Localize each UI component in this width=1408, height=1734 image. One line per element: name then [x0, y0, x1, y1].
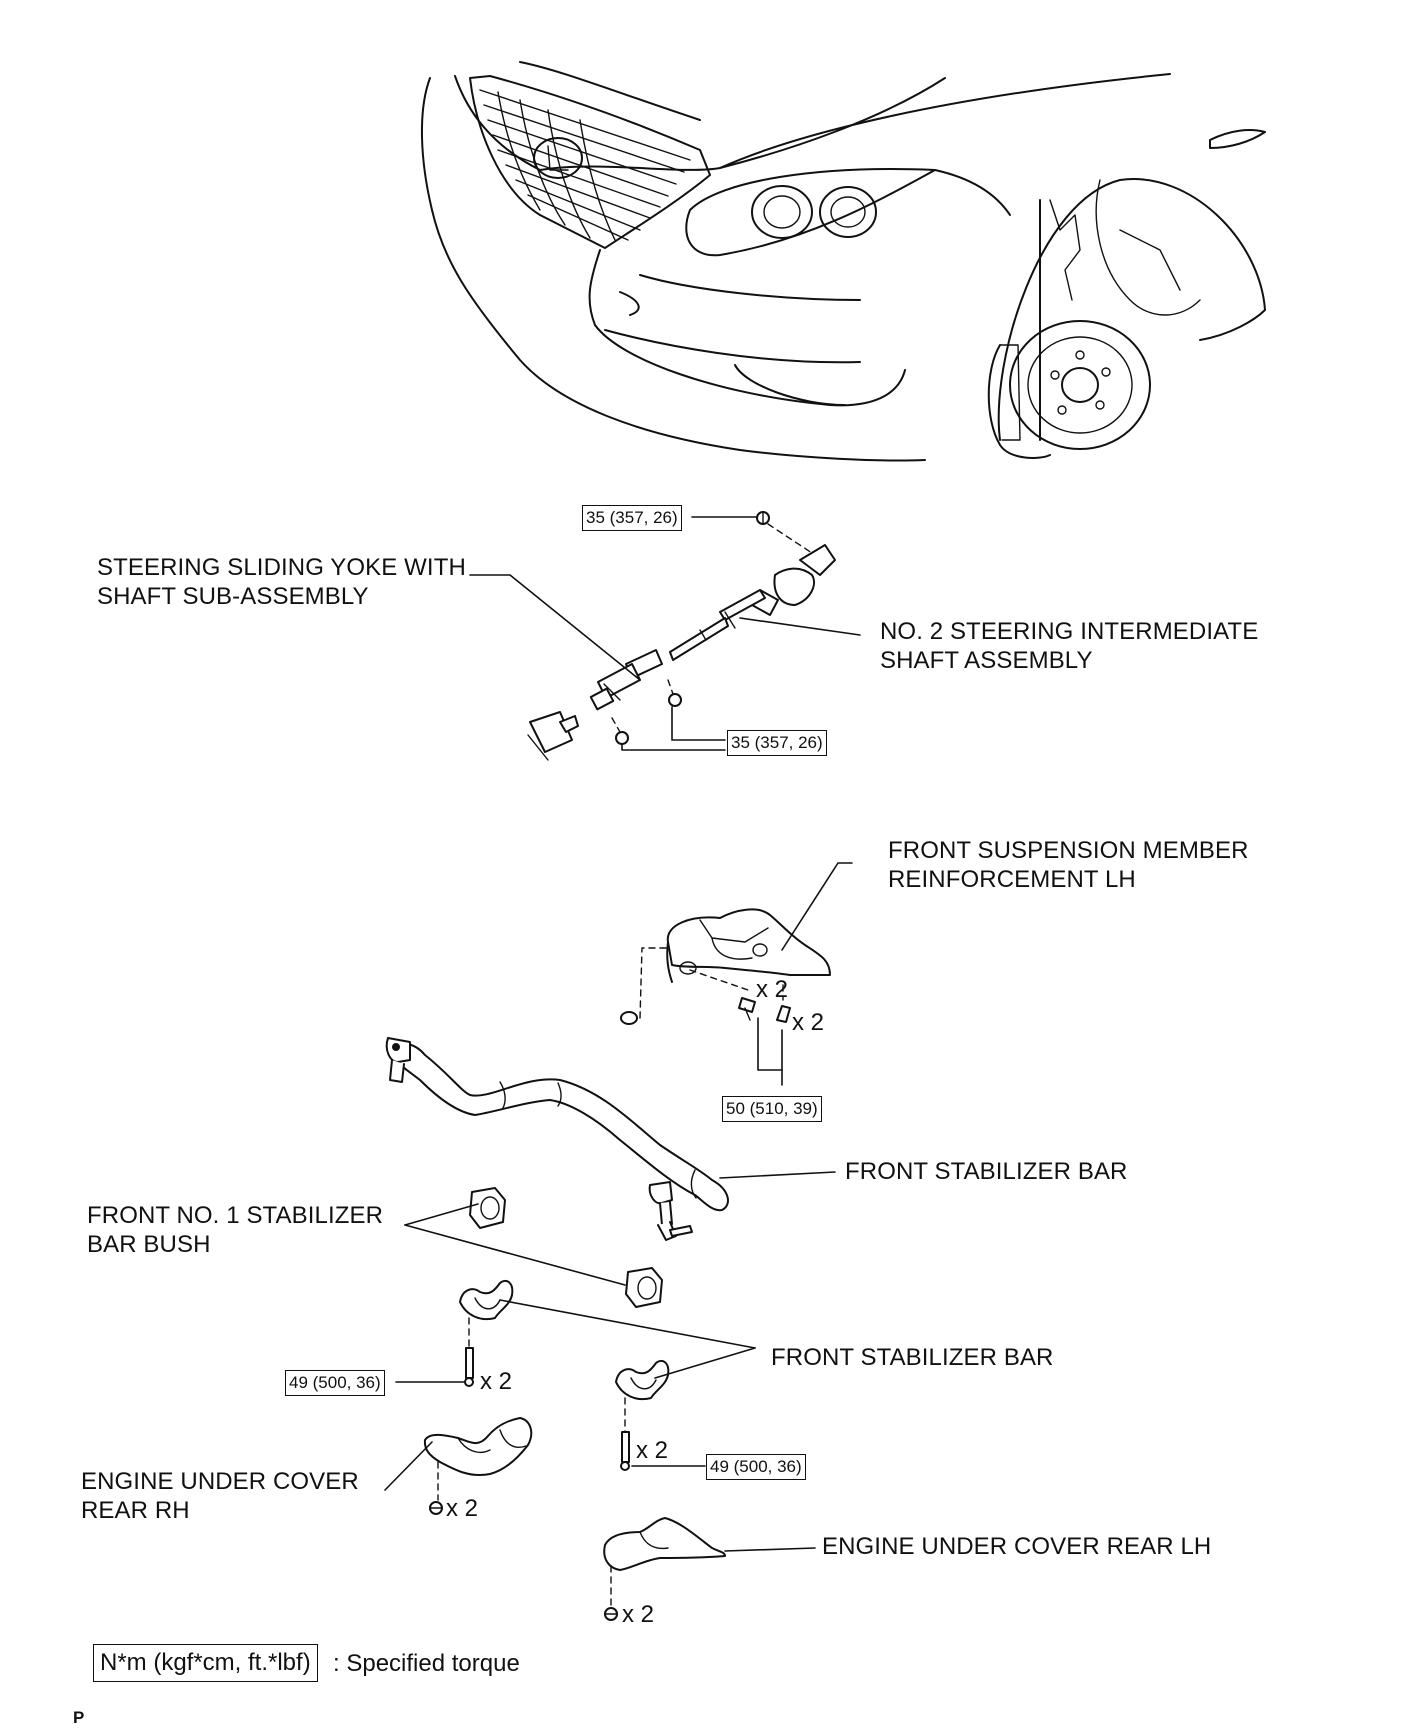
car-front-illustration — [421, 61, 1266, 462]
qty-cover-lh-clip: x 2 — [622, 1601, 655, 1628]
bolt-icon — [776, 1005, 791, 1023]
label-stabilizer-bar: FRONT STABILIZER BAR — [845, 1158, 1128, 1185]
qty-bracket-rh-bolt: x 2 — [480, 1368, 513, 1395]
bolt-icon — [738, 997, 756, 1021]
label-bar-bush: FRONT NO. 1 STABILIZER BAR BUSH — [87, 1202, 384, 1258]
bolt-icon — [756, 511, 770, 525]
label-member-reinforcement: FRONT SUSPENSION MEMBER REINFORCEMENT LH — [888, 837, 1249, 893]
label-sliding-yoke: STEERING SLIDING YOKE WITH SHAFT SUB-ASS… — [97, 554, 466, 610]
corner-code: P — [73, 1708, 85, 1727]
stabilizer-bar — [385, 1037, 836, 1241]
torque-reinforcement: 50 (510, 39) — [722, 1096, 822, 1122]
legend-torque-unit: N*m (kgf*cm, ft.*lbf) — [93, 1644, 318, 1682]
steering-shaft-group — [469, 511, 861, 761]
bolt-icon — [620, 1431, 630, 1471]
stabilizer-bushes — [404, 1187, 663, 1308]
qty-reinforcement-bolt-b: x 2 — [792, 1009, 825, 1036]
bolt-icon — [615, 731, 629, 745]
stabilizer-brackets — [395, 1279, 756, 1471]
label-under-cover-lh: ENGINE UNDER COVER REAR LH — [822, 1533, 1212, 1560]
bolt-icon — [668, 693, 682, 707]
torque-yoke-top: 35 (357, 26) — [582, 505, 682, 531]
qty-bracket-lh-bolt: x 2 — [636, 1437, 669, 1464]
legend-torque-meaning: : Specified torque — [333, 1650, 520, 1677]
bolt-icon — [464, 1347, 474, 1387]
torque-bracket-rh: 49 (500, 36) — [285, 1370, 385, 1396]
qty-reinforcement-bolt-a: x 2 — [756, 976, 789, 1003]
engine-under-covers — [384, 1417, 816, 1621]
clip-icon — [429, 1501, 443, 1515]
torque-yoke-bottom: 35 (357, 26) — [727, 730, 827, 756]
clip-icon — [604, 1607, 618, 1621]
label-stabilizer-bracket: FRONT STABILIZER BAR — [771, 1344, 1054, 1371]
label-under-cover-rh: ENGINE UNDER COVER REAR RH — [81, 1468, 359, 1524]
reinforcement-group — [620, 862, 853, 1086]
qty-cover-rh-clip: x 2 — [446, 1495, 479, 1522]
label-intermediate-shaft: NO. 2 STEERING INTERMEDIATE SHAFT ASSEMB… — [880, 618, 1259, 674]
torque-bracket-lh: 49 (500, 36) — [706, 1454, 806, 1480]
